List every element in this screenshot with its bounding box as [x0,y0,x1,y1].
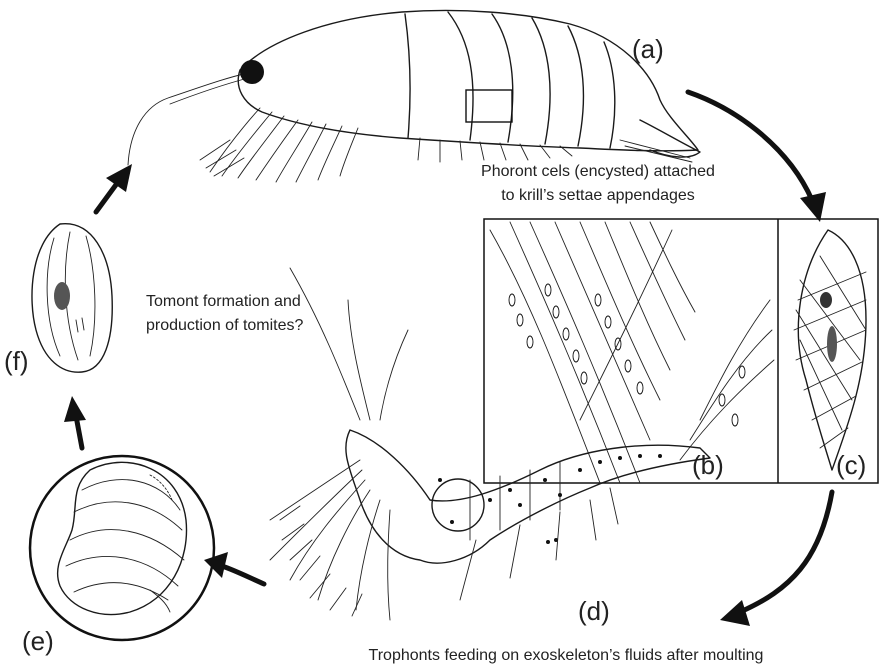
arrow-d-to-e [222,566,264,584]
label-b: (b) [692,450,724,480]
label-d: (d) [578,596,610,626]
arrow-e-to-f-head [64,396,86,422]
tomont-cell-detail [32,224,112,373]
setae-detail-panel [484,219,878,483]
arrow-a-to-bc-head [800,192,826,222]
phoront-caption-line1: Phoront cels (encysted) attached [481,163,715,180]
phoront-caption-line2: to krill’s settae appendages [501,187,695,204]
tomont-caption-line1: Tomont formation and [146,293,301,310]
krill-eye [240,60,264,84]
arrow-a-to-bc [688,92,812,200]
arrow-f-to-a [96,182,118,212]
label-a: (a) [632,34,664,64]
arrow-c-to-d-head [720,600,750,626]
adult-krill-illustration [128,11,700,183]
trophont-caption: Trophonts feeding on exoskeleton’s fluid… [369,647,764,664]
arrow-f-to-a-head [106,164,132,192]
trophont-cell-detail [30,456,214,640]
arrow-c-to-d [740,492,832,612]
label-f: (f) [4,346,29,376]
label-e: (e) [22,626,54,656]
tomont-caption-line2: production of tomites? [146,317,304,334]
label-c: (c) [836,450,866,480]
